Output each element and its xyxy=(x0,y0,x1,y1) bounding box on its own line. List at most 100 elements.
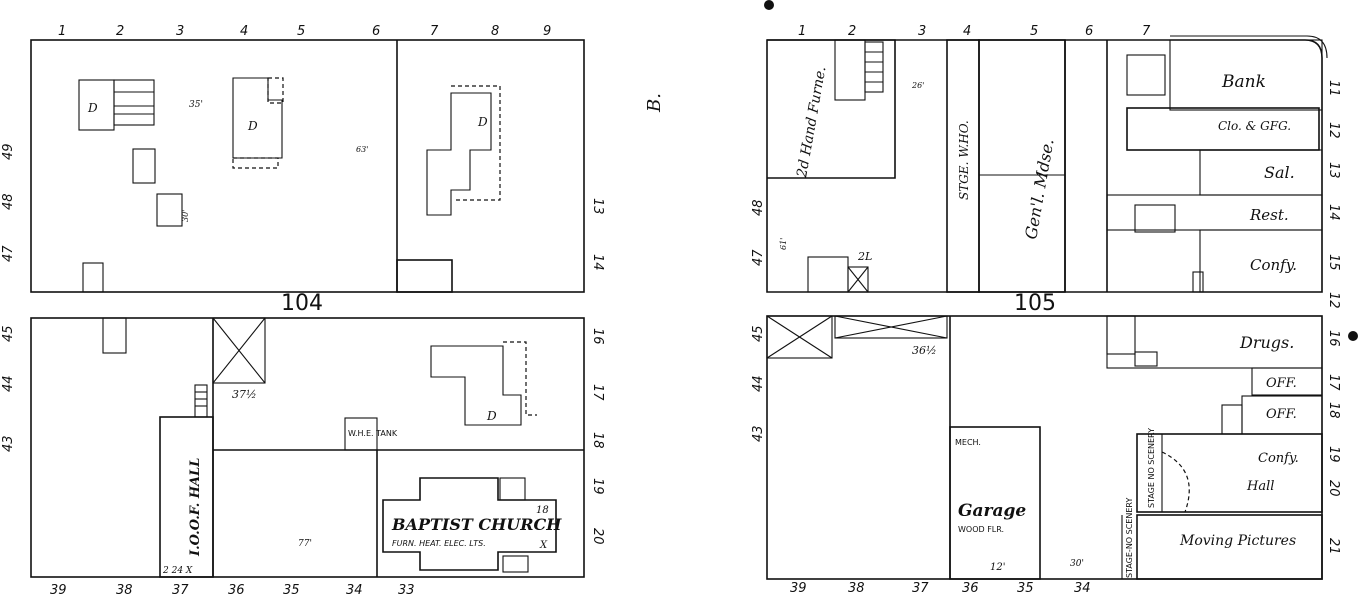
lot-num: 1 xyxy=(798,24,806,39)
lot-num: 48 xyxy=(1,193,16,210)
lot-num: 20 xyxy=(1326,480,1341,497)
lot-num: 36 xyxy=(962,581,979,596)
bank-label: Bank xyxy=(1221,72,1266,92)
lot-num: 4 xyxy=(963,24,971,39)
commercial-row: Bank Clo. & GFG. Sal. Rest. Confy. xyxy=(1106,39,1323,293)
lot-num: 19 xyxy=(1326,446,1341,463)
dwelling-cluster-1: D xyxy=(78,79,155,131)
registration-dot xyxy=(1348,331,1358,341)
garage-sub: WOOD FLR. xyxy=(958,525,1004,534)
lot-num: 18 xyxy=(590,432,605,449)
dwelling-label: D xyxy=(477,115,488,129)
x-mark: X xyxy=(539,540,548,551)
office-label: OFF. xyxy=(1266,376,1297,391)
lot-num: 3 xyxy=(176,24,184,39)
lot-num: 39 xyxy=(790,581,807,596)
lot-num: 15 xyxy=(1326,254,1341,271)
dwelling-label: D xyxy=(87,101,98,115)
lot-num: 7 xyxy=(430,24,439,39)
general-label: Gen'l. Mdse. xyxy=(1021,137,1057,240)
lot-num: 9 xyxy=(543,24,551,39)
lot-num: 34 xyxy=(1074,581,1091,596)
lot-num: 8 xyxy=(491,24,499,39)
lot-num: 35 xyxy=(1017,581,1034,596)
lot-num: 47 xyxy=(1,245,16,262)
lot-num: 37 xyxy=(172,583,189,598)
confy2-label: Confy. xyxy=(1258,451,1299,466)
block-105: 1 2 3 4 5 6 7 48 47 45 44 43 11 12 13 14… xyxy=(751,0,1358,596)
lot-num: 2 xyxy=(848,24,856,39)
height-note: 26' xyxy=(911,81,924,90)
lot-num: 12 xyxy=(1326,122,1341,139)
lot-num: 33 xyxy=(398,583,415,598)
lot-num: 38 xyxy=(848,581,865,596)
moving-pictures: Moving Pictures STAGE-NO SCENERY xyxy=(1121,498,1323,580)
height-note: 63' xyxy=(356,145,368,154)
lot-num: 45 xyxy=(1,325,16,342)
registration-dot xyxy=(764,0,774,10)
office-label: OFF. xyxy=(1266,407,1297,422)
mech-label: MECH. xyxy=(955,438,981,447)
lot-num: 4 xyxy=(240,24,248,39)
church-label: BAPTIST CHURCH xyxy=(391,515,562,534)
block-number: 105 xyxy=(1014,291,1056,316)
block-104-lower-outline xyxy=(30,317,585,578)
lot-num: 19 xyxy=(590,478,605,495)
lot-num: 14 xyxy=(590,254,605,271)
height-note: 2L xyxy=(857,250,872,263)
height-note: 37½ xyxy=(232,388,257,401)
garage-label: Garage xyxy=(958,501,1026,521)
dwelling-2: D xyxy=(232,77,284,169)
lot-num: 6 xyxy=(1085,24,1093,39)
height-note: 61' xyxy=(779,238,788,250)
left-top-lot-numbers: 1 2 3 4 5 6 7 8 9 xyxy=(58,24,551,39)
saloon-label: Sal. xyxy=(1264,163,1295,182)
lot-num: 16 xyxy=(590,328,605,345)
height-note: 36½ xyxy=(912,344,937,357)
lot-num: 12 xyxy=(1326,292,1341,309)
lot-num: 6 xyxy=(372,24,380,39)
dwelling-4: D xyxy=(430,341,537,426)
drugs-row: Drugs. OFF. OFF. xyxy=(1106,315,1323,435)
lot-num: 5 xyxy=(297,24,305,39)
garage: MECH. Garage WOOD FLR. 12' xyxy=(949,426,1041,580)
lot-num: 17 xyxy=(1326,374,1341,391)
dwelling-3: D xyxy=(426,85,501,216)
lot-num: 7 xyxy=(1142,24,1151,39)
storage-label: STGE. W.HO. xyxy=(957,120,971,200)
lot-num: 2 xyxy=(116,24,124,39)
lot-num: 11 xyxy=(1326,80,1341,97)
lot-num: 1 xyxy=(58,24,66,39)
lot-num: 13 xyxy=(1326,162,1341,179)
lot-num: 17 xyxy=(590,384,605,401)
hall-label: Hall xyxy=(1246,479,1274,494)
lot-num: 14 xyxy=(1326,204,1341,221)
lot-num: 44 xyxy=(751,375,766,392)
general-merchandise: Gen'l. Mdse. xyxy=(978,39,1066,293)
height-note: 35' xyxy=(189,100,203,110)
block-number: 104 xyxy=(281,291,323,316)
tank-label: W.H.E. TANK xyxy=(348,429,398,438)
dwelling-label: D xyxy=(486,409,497,423)
lot-num: 35 xyxy=(283,583,300,598)
lot-num: 39 xyxy=(50,583,67,598)
height-note: 77' xyxy=(298,539,312,549)
stage2-label: STAGE-NO SCENERY xyxy=(1125,498,1134,578)
iooF-hall: I.O.O.F. HALL 2 24 X xyxy=(159,384,214,578)
clothing-label: Clo. & GFG. xyxy=(1218,119,1291,133)
lot-num: 5 xyxy=(1030,24,1038,39)
hatched-building xyxy=(212,317,266,384)
lot-num: 16 xyxy=(1326,330,1341,347)
storage-warehouse: STGE. W.HO. xyxy=(946,39,980,293)
height-note: 2 24 X xyxy=(162,566,193,576)
lot-num: 45 xyxy=(751,325,766,342)
lot-num: 36 xyxy=(228,583,245,598)
lot-num: 44 xyxy=(1,375,16,392)
stage-label: STAGE NO SCENERY xyxy=(1147,428,1156,508)
drugs-label: Drugs. xyxy=(1239,333,1294,352)
lot-num: 49 xyxy=(1,143,16,160)
baptist-church: BAPTIST CHURCH FURN. HEAT. ELEC. LTS. 18… xyxy=(382,477,562,573)
rest-label: Rest. xyxy=(1249,206,1289,224)
dwelling-label: D xyxy=(247,119,258,133)
